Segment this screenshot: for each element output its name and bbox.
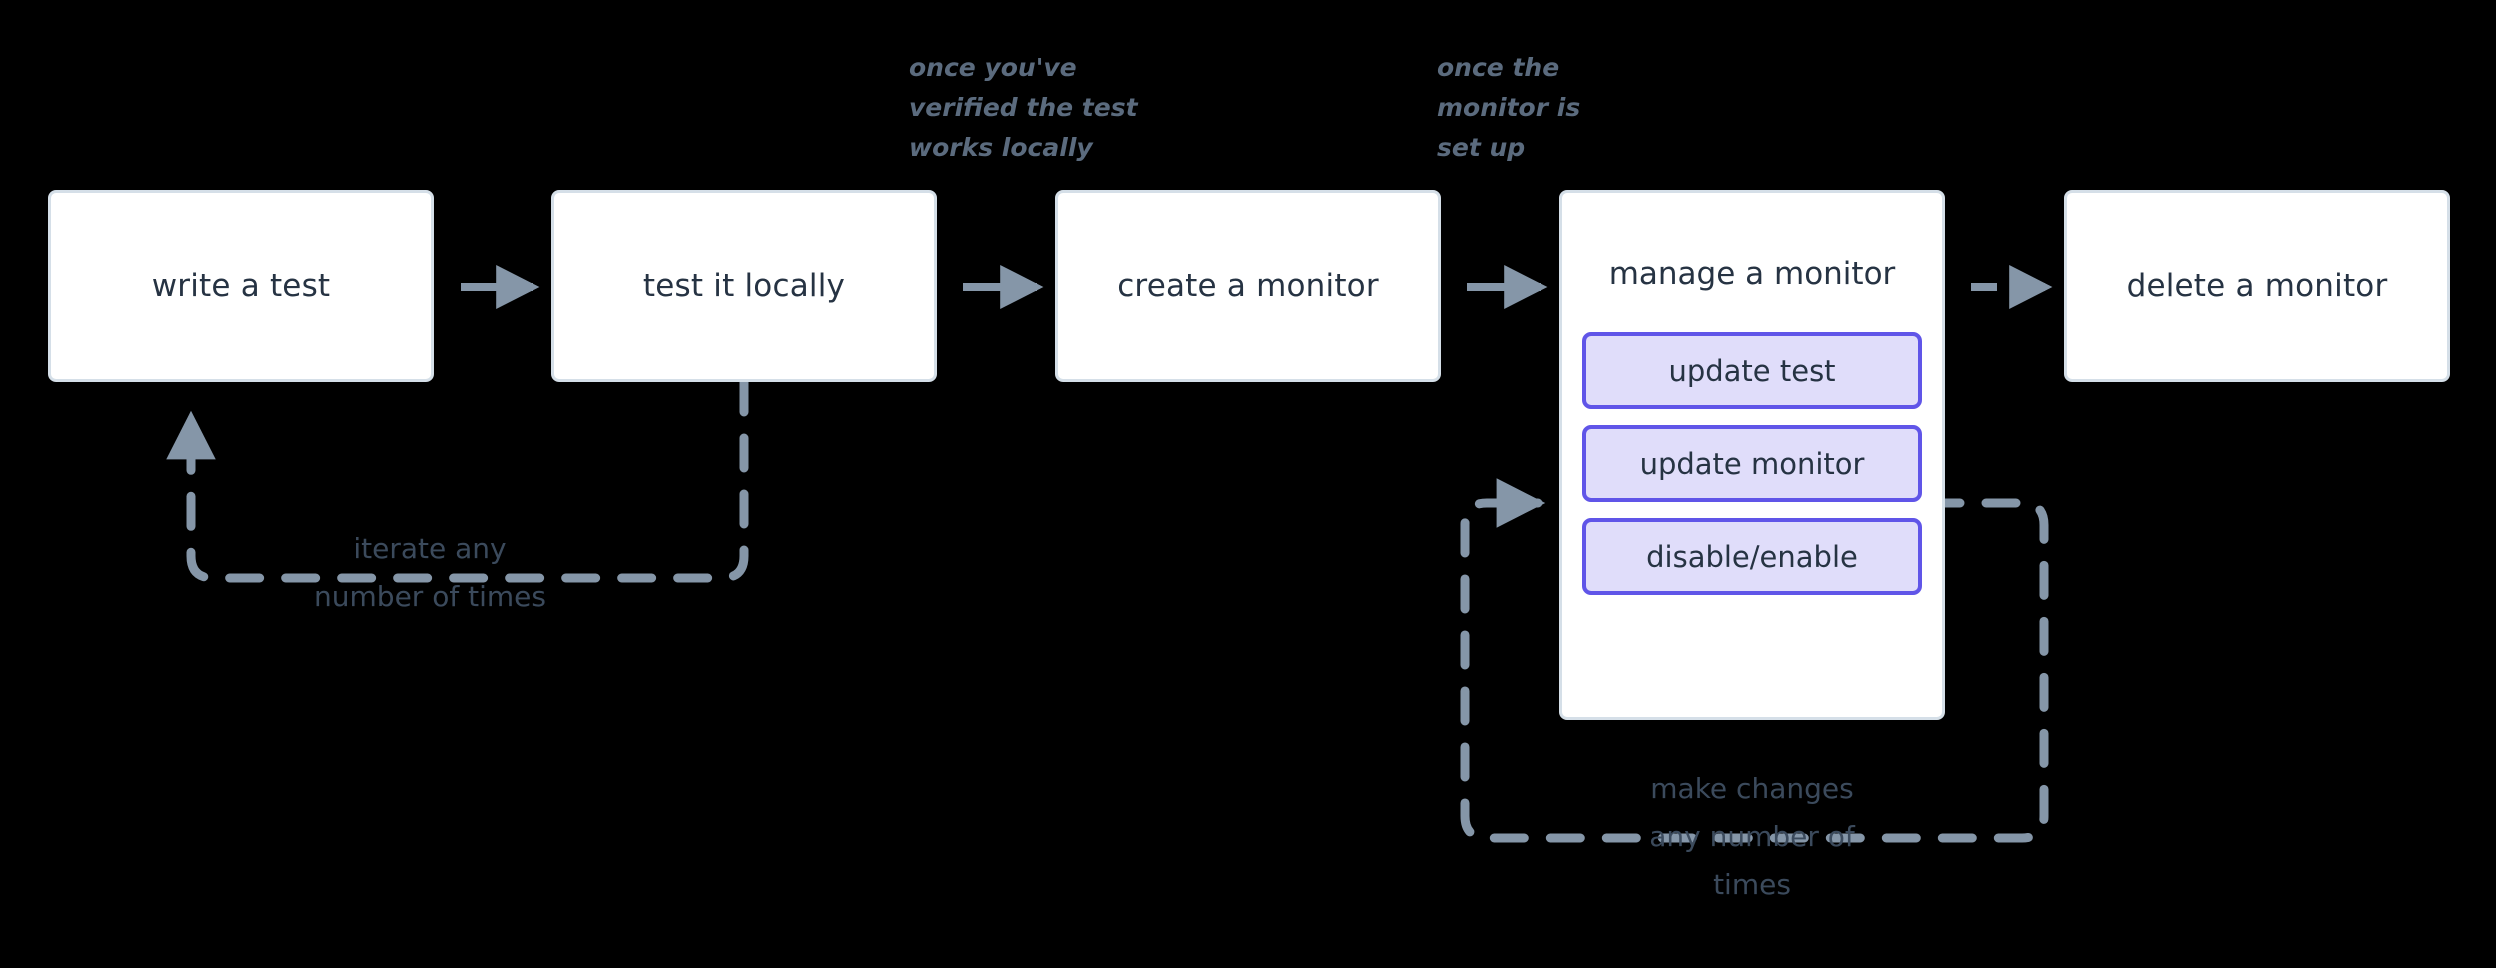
node-delete-a-monitor[interactable]: delete a monitor	[2064, 190, 2450, 382]
manage-actions-list: update test update monitor disable/enabl…	[1582, 332, 1922, 595]
node-test-it-locally[interactable]: test it locally	[551, 190, 937, 382]
node-label: create a monitor	[1117, 268, 1379, 304]
node-manage-a-monitor[interactable]: manage a monitor update test update moni…	[1559, 190, 1945, 720]
action-label: disable/enable	[1646, 539, 1858, 574]
action-label: update test	[1668, 353, 1836, 388]
node-label: write a test	[151, 268, 331, 304]
action-label: update monitor	[1639, 446, 1865, 481]
node-label: manage a monitor	[1608, 256, 1896, 292]
action-disable-enable[interactable]: disable/enable	[1582, 518, 1922, 595]
note-once-monitor-set-up: once the monitor is set up	[1437, 53, 1581, 162]
node-create-a-monitor[interactable]: create a monitor	[1055, 190, 1441, 382]
label-make-changes-any-number-of-times: make changes any number of times	[1649, 772, 1855, 901]
action-update-monitor[interactable]: update monitor	[1582, 425, 1922, 502]
note-once-verified: once you've verified the test works loca…	[909, 53, 1138, 162]
node-label: delete a monitor	[2126, 268, 2388, 304]
label-iterate-any-number-of-times: iterate any number of times	[314, 532, 546, 613]
action-update-test[interactable]: update test	[1582, 332, 1922, 409]
node-write-a-test[interactable]: write a test	[48, 190, 434, 382]
node-label: test it locally	[642, 268, 846, 304]
